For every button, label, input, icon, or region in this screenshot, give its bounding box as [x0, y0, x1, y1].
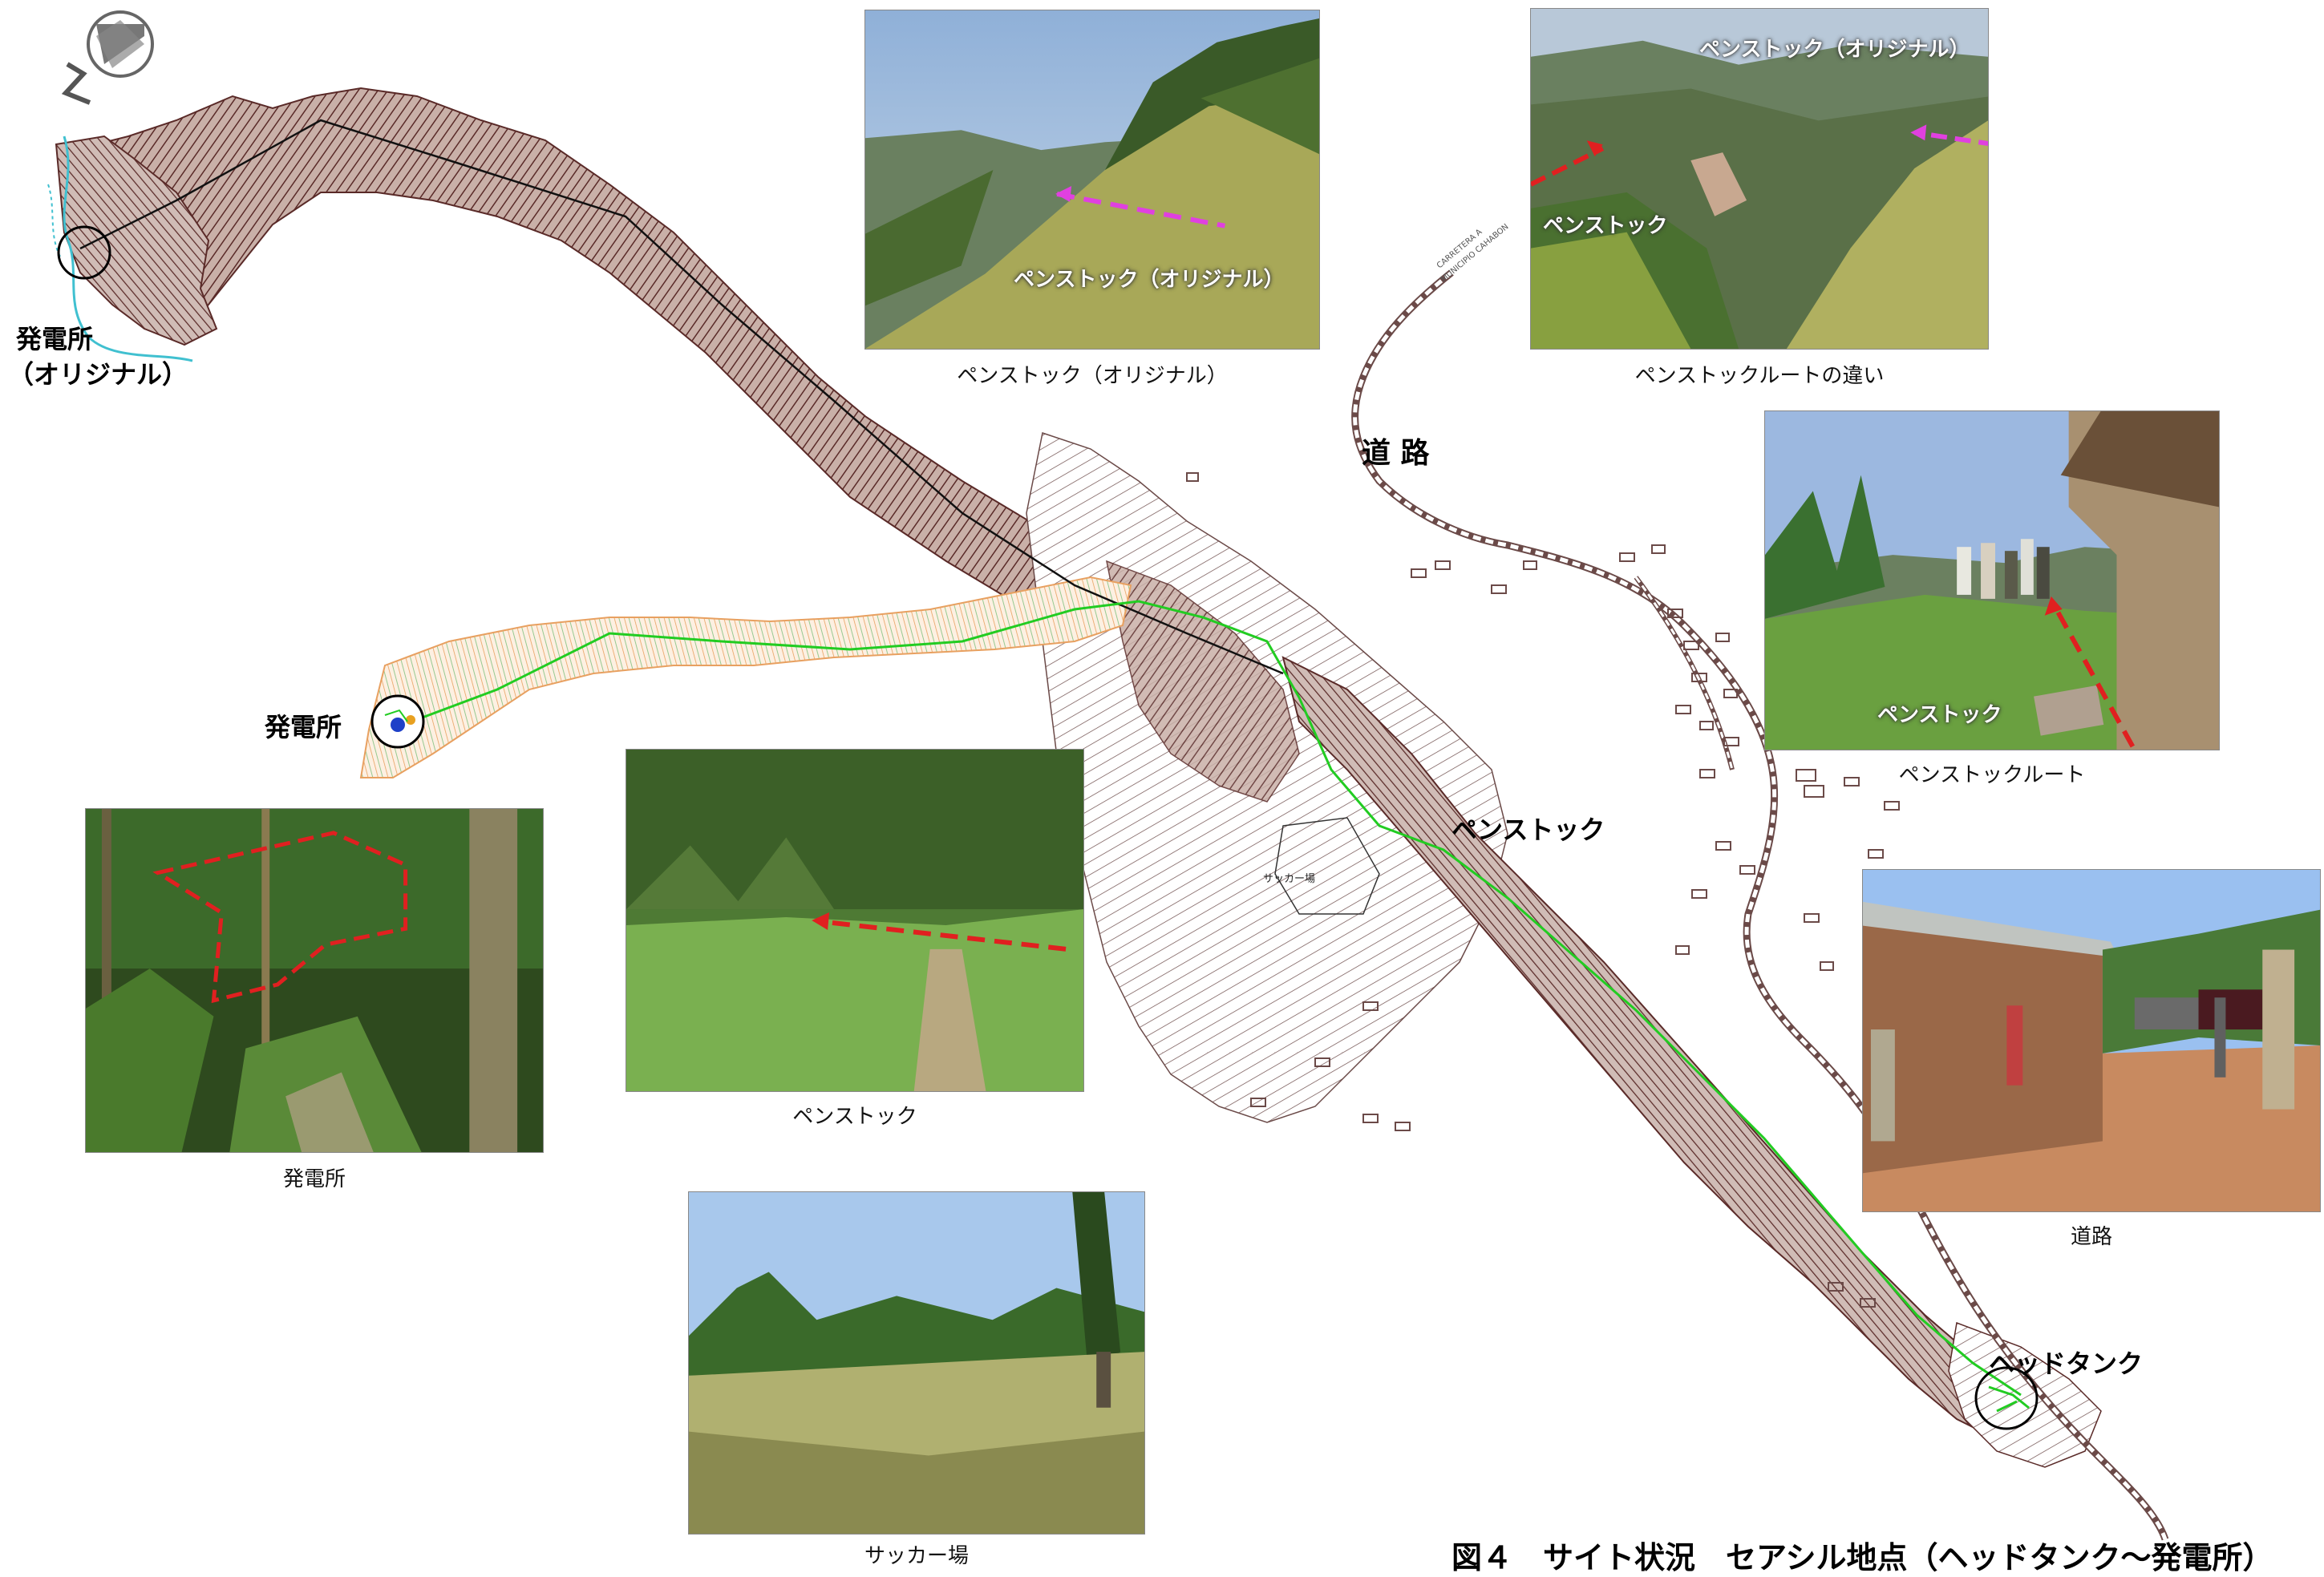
north-arrow-icon [61, 10, 154, 105]
caption-penstock: ペンストック [792, 1105, 917, 1129]
powerhouse-original-marker [57, 225, 111, 280]
powerhouse-label: 発電所 [265, 712, 342, 742]
original-route-line [79, 119, 1284, 675]
photo-penstock-original: ペンストック（オリジナル） [864, 10, 1320, 350]
buildings [1186, 472, 1972, 1308]
photo-powerhouse [85, 808, 544, 1153]
figure-caption: 図４ サイト状況 セアシル地点（ヘッドタンク～発電所） [1451, 1540, 2273, 1575]
soccer-field-map-label: サッカー場 [1263, 873, 1315, 885]
contour-area-headtank [1948, 1321, 2102, 1468]
caption-penstock-original: ペンストック（オリジナル） [957, 364, 1228, 388]
photo-soccer-field [688, 1191, 1145, 1535]
photo-overlay-penstock-2: ペンストック [1543, 214, 1668, 238]
contour-area-central-steep [1105, 560, 1300, 803]
caption-powerhouse: 発電所 [282, 1167, 346, 1191]
contour-area-new [359, 576, 1132, 778]
new-penstock-route-line [400, 600, 2022, 1397]
photo-penstock-route-difference: ペンストック（オリジナル） ペンストック [1530, 8, 1989, 350]
powerhouse-original-label-2: （オリジナル） [8, 359, 188, 390]
photo-road [1862, 869, 2321, 1212]
headtank-marker [1974, 1366, 2039, 1430]
photo-overlay-penstock-original: ペンストック（オリジナル） [1014, 268, 1285, 292]
photo-penstock-route: ペンストック [1764, 410, 2220, 750]
caption-road: 道路 [2070, 1225, 2112, 1249]
photo-penstock [626, 749, 1084, 1092]
photo-overlay-penstock-original-2: ペンストック（オリジナル） [1699, 38, 1970, 62]
penstock-map-label: ペンストック [1451, 815, 1605, 845]
photo-overlay-penstock-3: ペンストック [1877, 703, 2002, 727]
river [63, 135, 193, 362]
caption-soccer-field: サッカー場 [864, 1544, 969, 1568]
caption-penstock-route-difference: ペンストックルートの違い [1634, 364, 1885, 388]
caption-penstock-route: ペンストックルート [1898, 763, 2086, 787]
road-label: 道 路 [1362, 437, 1430, 470]
powerhouse-original-label-1: 発電所 [16, 324, 94, 354]
contour-area-original-powerhouse [55, 135, 218, 346]
headtank-label: ヘッドタンク [1989, 1349, 2144, 1379]
